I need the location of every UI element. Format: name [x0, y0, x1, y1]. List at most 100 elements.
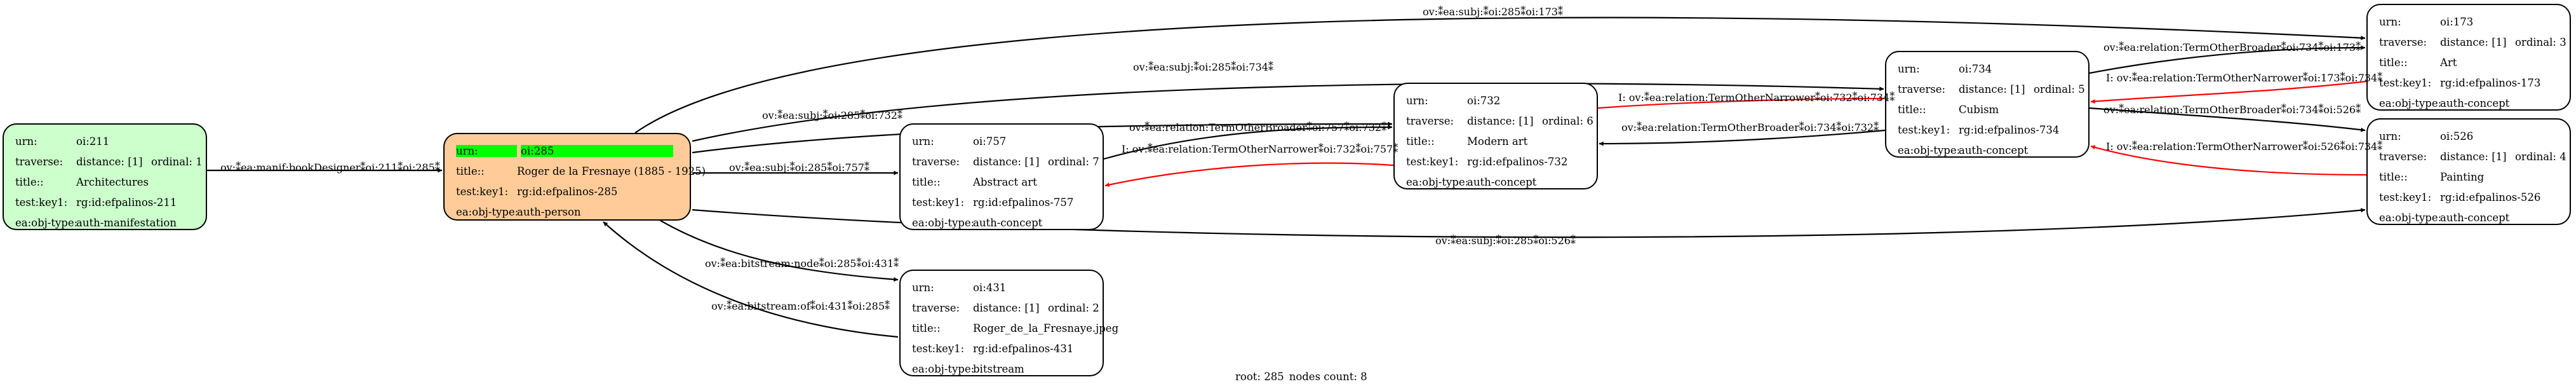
key1-value: rg:id:efpalinos-211 — [76, 196, 177, 209]
traverse-key: traverse: — [1898, 83, 1946, 95]
distance-value: distance: [1] — [973, 301, 1040, 314]
graph-footer: root: 285 nodes count: 8 — [1235, 371, 1372, 383]
key1-key: test:key1: — [15, 196, 68, 209]
urn-key: urn: — [15, 135, 37, 147]
key1-value: rg:id:efpalinos-173 — [2440, 76, 2541, 89]
node-oi-285[interactable]: urn:oi:285 title::Roger de la Fresnaye (… — [443, 133, 706, 221]
urn-value: oi:526 — [2440, 130, 2474, 142]
title-key: title:: — [15, 175, 44, 188]
urn-value: oi:285 — [521, 144, 673, 157]
title-value: Modern art — [1467, 135, 1528, 147]
edge-n732-757 — [1104, 162, 1394, 188]
traverse-key: traverse: — [912, 301, 960, 314]
edge-label-bitstream-node: ov:⁑ea:bitstream:node⁑oi:285⁑oi:431⁑ — [705, 257, 899, 270]
obj-type-key: ea:obj-type: — [2379, 211, 2442, 224]
edge-label-manif: ov:⁑ea:manif:bookDesigner⁑oi:211⁑oi:285⁑ — [220, 161, 440, 174]
obj-type-value: auth-concept — [1467, 175, 1537, 188]
obj-type-value: auth-concept — [973, 216, 1043, 229]
urn-key: urn: — [912, 281, 934, 294]
distance-value: distance: [1] — [76, 155, 143, 168]
key1-key: test:key1: — [1406, 155, 1459, 168]
title-key: title:: — [912, 175, 941, 188]
obj-type-key: ea:obj-type: — [456, 205, 519, 218]
urn-value: oi:173 — [2440, 15, 2474, 28]
ordinal-value: ordinal: 5 — [2034, 83, 2085, 95]
key1-value: rg:id:efpalinos-526 — [2440, 191, 2541, 203]
key1-value: rg:id:efpalinos-285 — [517, 185, 618, 198]
edge-b734-173 — [2089, 45, 2366, 74]
node-oi-757[interactable]: urn: oi:757 traverse: distance: [1] ordinal… — [899, 123, 1104, 230]
node-oi-173[interactable]: urn:oi:173 traverse:distance: [1]ordinal… — [2366, 4, 2571, 111]
ordinal-value: ordinal: 2 — [1048, 301, 1099, 314]
edge-label-subj-526: ov:⁑ea:subj:⁑oi:285⁑oi:526⁑ — [1435, 235, 1576, 247]
edge-b734-526 — [2089, 107, 2366, 132]
edge-subj-734 — [692, 83, 1884, 142]
obj-type-key: ea:obj-type: — [912, 216, 975, 229]
obj-type-key: ea:obj-type: — [1898, 144, 1961, 156]
edge-label-broader-734-732: ov:⁑ea:relation:TermOtherBroader⁑oi:734⁑… — [1621, 121, 1879, 134]
key1-key: test:key1: — [1898, 123, 1950, 136]
urn-value: oi:211 — [76, 135, 110, 147]
ordinal-value: ordinal: 7 — [1048, 155, 1099, 168]
title-key: title:: — [1406, 135, 1435, 147]
edge-label-narrower-732-757: I: ov:⁑ea:relation:TermOtherNarrower⁑oi:… — [1122, 143, 1399, 155]
edge-b757-732 — [1103, 125, 1393, 160]
urn-value: oi:732 — [1467, 94, 1501, 107]
title-value: Art — [2440, 56, 2457, 69]
node-oi-526[interactable]: urn:oi:526 traverse:distance: [1]ordinal… — [2366, 118, 2571, 225]
edge-bitnode — [660, 220, 899, 282]
traverse-key: traverse: — [2379, 36, 2427, 48]
edge-n732-734 — [1597, 96, 1884, 109]
urn-key: urn: — [456, 144, 517, 157]
ordinal-value: ordinal: 3 — [2515, 36, 2566, 48]
traverse-key: traverse: — [912, 155, 960, 168]
edge-label-subj-732: ov:⁑ea:subj:⁑oi:285⁑oi:732⁑ — [762, 109, 902, 121]
edge-label-broader-734-526: ov:⁑ea:relation:TermOtherBroader⁑oi:734⁑… — [2103, 104, 2361, 116]
key1-value: rg:id:efpalinos-734 — [1959, 123, 2060, 136]
edge-label-narrower-732-734: I: ov:⁑ea:relation:TermOtherNarrower⁑oi:… — [1618, 92, 1895, 104]
edge-label-broader-734-173: ov:⁑ea:relation:TermOtherBroader⁑oi:734⁑… — [2103, 41, 2361, 53]
ordinal-value: ordinal: 1 — [151, 155, 203, 168]
obj-type-value: auth-manifestation — [76, 216, 177, 229]
edge-label-broader-757-732: ov:⁑ea:relation:TermOtherBroader⁑oi:757⁑… — [1129, 121, 1387, 134]
key1-key: test:key1: — [456, 185, 509, 198]
obj-type-value: auth-concept — [1959, 144, 2029, 156]
title-key: title:: — [912, 322, 941, 334]
urn-key: urn: — [912, 135, 934, 147]
key1-key: test:key1: — [912, 196, 965, 209]
key1-value: rg:id:efpalinos-431 — [973, 342, 1074, 355]
urn-value: oi:757 — [973, 135, 1007, 147]
node-oi-732[interactable]: urn:oi:732 traverse:distance: [1]ordinal… — [1393, 83, 1598, 189]
edge-subj-173 — [634, 17, 2366, 134]
key1-value: rg:id:efpalinos-757 — [973, 196, 1074, 209]
edge-label-subj-757: ov:⁑ea:subj:⁑oi:285⁑oi:757⁑ — [729, 161, 869, 174]
root-label: root: 285 — [1235, 371, 1284, 383]
traverse-key: traverse: — [2379, 150, 2427, 163]
title-key: title:: — [1898, 103, 1926, 116]
urn-key: urn: — [1406, 94, 1428, 107]
node-oi-431[interactable]: urn:oi:431 traverse:distance: [1]ordinal… — [899, 270, 1118, 376]
distance-value: distance: [1] — [973, 155, 1040, 168]
title-value: Cubism — [1959, 103, 1999, 116]
title-value: Painting — [2440, 170, 2485, 183]
title-key: title:: — [456, 165, 485, 177]
key1-key: test:key1: — [2379, 76, 2432, 89]
urn-key: urn: — [1898, 62, 1920, 75]
urn-key: urn: — [2379, 15, 2401, 28]
title-value: Roger_de_la_Fresnaye.jpeg — [973, 322, 1119, 334]
urn-value: oi:734 — [1959, 62, 1992, 75]
title-value: Architectures — [76, 175, 149, 188]
edge-n173-734 — [2090, 80, 2367, 104]
obj-type-value: auth-person — [517, 205, 581, 218]
nodes-count-label: nodes count: 8 — [1289, 371, 1367, 383]
obj-type-key: ea:obj-type: — [15, 216, 78, 229]
node-oi-734[interactable]: urn:oi:734 traverse:distance: [1]ordinal… — [1885, 51, 2090, 158]
urn-key: urn: — [2379, 130, 2401, 142]
edge-label-subj-734: ov:⁑ea:subj:⁑oi:285⁑oi:734⁑ — [1133, 61, 1273, 73]
edge-label-bitstream-of: ov:⁑ea:bitstream:of⁑oi:431⁑oi:285⁑ — [711, 300, 890, 312]
edge-bitof — [603, 221, 899, 338]
node-oi-211[interactable]: urn:oi:211 traverse:distance: [1]ordinal… — [3, 123, 207, 230]
obj-type-value: auth-concept — [2440, 97, 2510, 109]
edge-label-subj-173: ov:⁑ea:subj:⁑oi:285⁑oi:173⁑ — [1423, 6, 1563, 18]
